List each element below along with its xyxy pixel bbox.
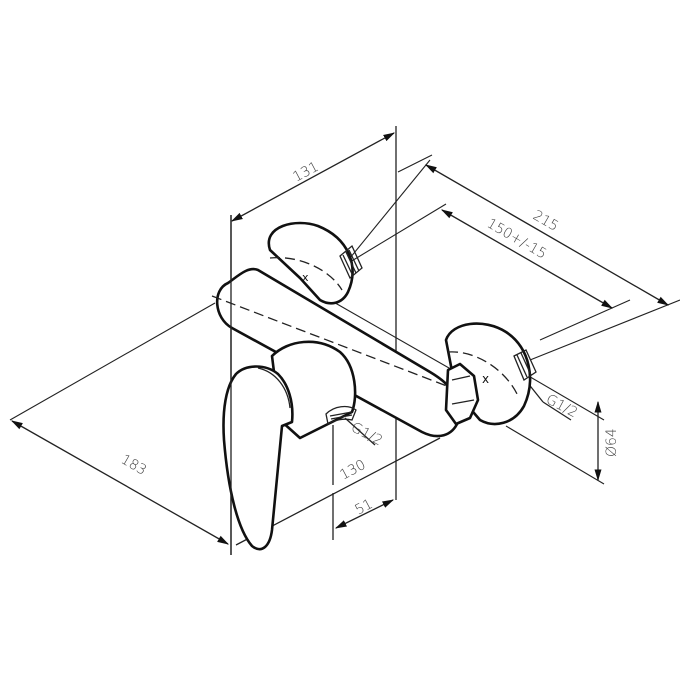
dimension-diameter-64: Ø64 — [594, 400, 620, 482]
left-inlet-thread — [339, 244, 363, 280]
left-flange-center-mark: x — [302, 271, 309, 284]
dimension-51-label: 51 — [352, 496, 375, 518]
dimension-131: 131 — [230, 132, 396, 222]
lever-handle — [222, 365, 294, 551]
right-connector-nut — [444, 362, 480, 426]
dimension-183: 183 — [9, 302, 230, 545]
outlet-thread — [325, 405, 357, 426]
dimension-215-label: 215 — [530, 208, 561, 235]
dimension-64-label: Ø64 — [604, 428, 620, 457]
right-wall-flange: x — [444, 322, 537, 426]
dimension-130-label: 130 — [337, 457, 368, 484]
right-inlet-thread — [513, 349, 537, 381]
dimension-215: 215 — [349, 154, 680, 361]
dimension-51: 51 — [334, 496, 395, 529]
left-wall-flange: x — [267, 221, 363, 305]
dimension-183-label: 183 — [118, 452, 149, 479]
right-flange-center-mark: x — [482, 372, 489, 386]
dimension-150: 150+/-15 — [349, 203, 631, 341]
thread-outlet-label: G1/2 — [348, 419, 385, 449]
thread-outlet-leader: G1/2 — [344, 417, 385, 449]
